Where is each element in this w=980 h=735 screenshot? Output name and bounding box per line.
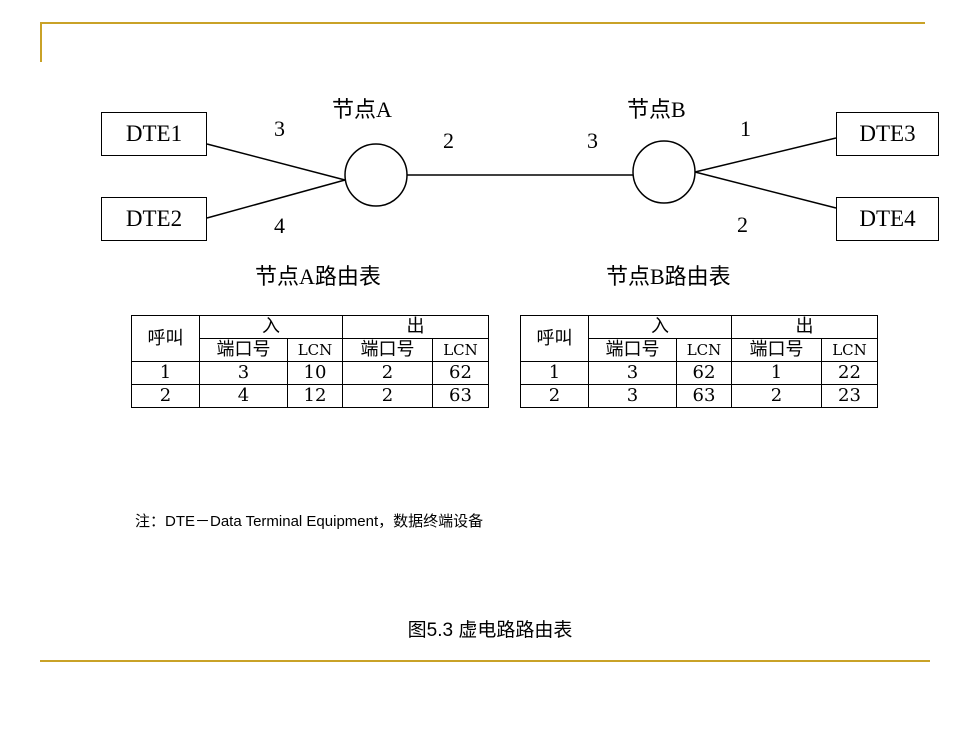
cell-out-port: 2 [731,384,822,408]
node-b-label: 节点B [627,97,686,122]
cell-out-lcn: 62 [432,361,489,385]
table-a-title: 节点A路由表 [255,264,381,289]
table-b-title: 节点B路由表 [606,264,731,289]
header-in-lcn: LCN [676,338,732,362]
routing-table-b: 呼叫 入 出 端口号 LCN 端口号 LCN 1 3 62 1 22 2 3 6… [520,315,878,408]
link-dte1-node-a [206,143,346,181]
header-call: 呼叫 [131,315,200,362]
port-a-link: 2 [443,128,454,153]
link-node-b-dte4 [694,171,837,209]
cell-call: 2 [520,384,589,408]
dte3-box: DTE3 [836,112,939,156]
port-b-link: 3 [587,128,598,153]
table-row: 1 3 62 1 22 [520,361,878,385]
header-out-port: 端口号 [731,338,822,362]
header-call: 呼叫 [520,315,589,362]
header-in-lcn: LCN [287,338,343,362]
table-row: 1 3 10 2 62 [131,361,489,385]
dte4-box: DTE4 [836,197,939,241]
cell-call: 1 [520,361,589,385]
cell-in-lcn: 62 [676,361,732,385]
cell-in-port: 4 [199,384,288,408]
table-row: 2 3 63 2 23 [520,384,878,408]
figure-caption: 图5.3 虚电路路由表 [407,620,573,641]
table-row: 2 4 12 2 63 [131,384,489,408]
port-b-dte3: 1 [740,116,751,141]
cell-out-lcn: 22 [821,361,878,385]
header-out-port: 端口号 [342,338,433,362]
link-dte2-node-a [206,179,346,219]
cell-out-port: 2 [342,361,433,385]
dte1-box: DTE1 [101,112,207,156]
port-a-dte2: 4 [274,213,285,238]
cell-in-port: 3 [588,361,677,385]
header-in: 入 [199,315,343,339]
left-accent-line [40,22,42,62]
node-b-circle [632,140,696,204]
header-in-port: 端口号 [199,338,288,362]
cell-out-lcn: 23 [821,384,878,408]
header-out-lcn: LCN [821,338,878,362]
cell-out-port: 1 [731,361,822,385]
dte2-box: DTE2 [101,197,207,241]
cell-in-port: 3 [199,361,288,385]
cell-in-lcn: 12 [287,384,343,408]
cell-call: 1 [131,361,200,385]
header-in: 入 [588,315,732,339]
header-out: 出 [342,315,489,339]
node-a-circle [344,143,408,207]
footnote: 注：DTE－Data Terminal Equipment，数据终端设备 [135,513,484,530]
header-in-port: 端口号 [588,338,677,362]
port-a-dte1: 3 [274,116,285,141]
node-a-label: 节点A [332,97,392,122]
routing-table-a: 呼叫 入 出 端口号 LCN 端口号 LCN 1 3 10 2 62 2 4 1… [131,315,489,408]
cell-in-port: 3 [588,384,677,408]
header-out: 出 [731,315,878,339]
cell-in-lcn: 63 [676,384,732,408]
port-b-dte4: 2 [737,212,748,237]
top-accent-line [40,22,925,24]
cell-in-lcn: 10 [287,361,343,385]
cell-out-port: 2 [342,384,433,408]
header-out-lcn: LCN [432,338,489,362]
cell-out-lcn: 63 [432,384,489,408]
link-node-b-dte3 [694,137,837,173]
cell-call: 2 [131,384,200,408]
bottom-accent-line [40,660,930,662]
